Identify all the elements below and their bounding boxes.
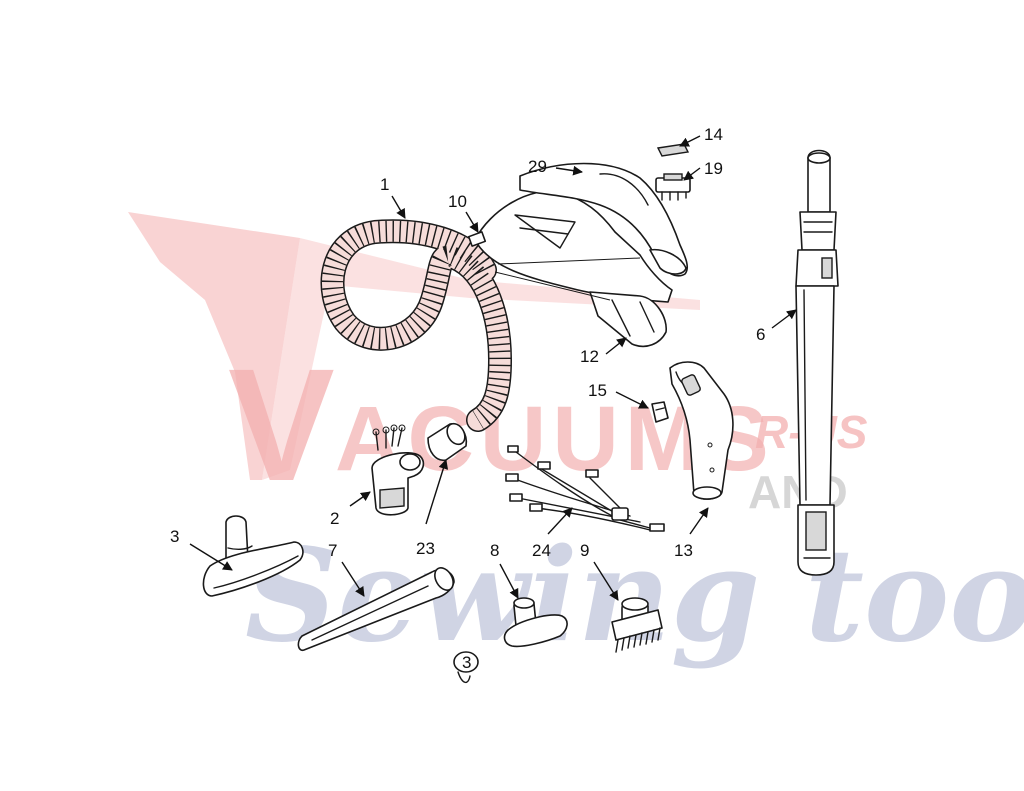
part-clip bbox=[651, 401, 669, 423]
part-wire-harness bbox=[505, 445, 665, 532]
watermark-v-shape bbox=[128, 212, 300, 480]
callout-15: 15 bbox=[588, 381, 607, 400]
part-wand bbox=[795, 149, 839, 576]
callout-12: 12 bbox=[580, 347, 599, 366]
part-crevice-tool bbox=[297, 567, 455, 652]
callout-19: 19 bbox=[704, 159, 723, 178]
part-connector bbox=[371, 424, 425, 516]
callout-23: 23 bbox=[416, 539, 435, 558]
callouts: 1 10 29 14 19 12 15 13 6 2 23 24 3 7 8 9 bbox=[170, 125, 765, 560]
callout-29: 29 bbox=[528, 157, 547, 176]
callout-3-small: 3 bbox=[462, 653, 471, 672]
part-coupling bbox=[427, 422, 468, 462]
part-floor-tool bbox=[202, 515, 304, 597]
part-handle bbox=[467, 162, 688, 348]
part-hose bbox=[320, 219, 513, 432]
part-cuff bbox=[669, 361, 734, 500]
part-fastener: 3 bbox=[453, 651, 479, 683]
part-dusting-brush bbox=[611, 597, 663, 653]
callout-8: 8 bbox=[490, 541, 499, 560]
watermark-script: Sewing too bbox=[245, 521, 1024, 671]
part-switch bbox=[655, 143, 691, 201]
callout-24: 24 bbox=[532, 541, 551, 560]
callout-13: 13 bbox=[674, 541, 693, 560]
watermark-v-letter: V bbox=[228, 335, 335, 514]
callout-1: 1 bbox=[380, 175, 389, 194]
callout-2: 2 bbox=[330, 509, 339, 528]
callout-14: 14 bbox=[704, 125, 723, 144]
callout-6: 6 bbox=[756, 325, 765, 344]
part-upholstery-tool bbox=[503, 597, 568, 648]
watermark-v-shape-right bbox=[262, 238, 700, 480]
callout-7: 7 bbox=[328, 541, 337, 560]
callout-10: 10 bbox=[448, 192, 467, 211]
callout-3: 3 bbox=[170, 527, 179, 546]
callout-9: 9 bbox=[580, 541, 589, 560]
leaders bbox=[189, 135, 797, 601]
